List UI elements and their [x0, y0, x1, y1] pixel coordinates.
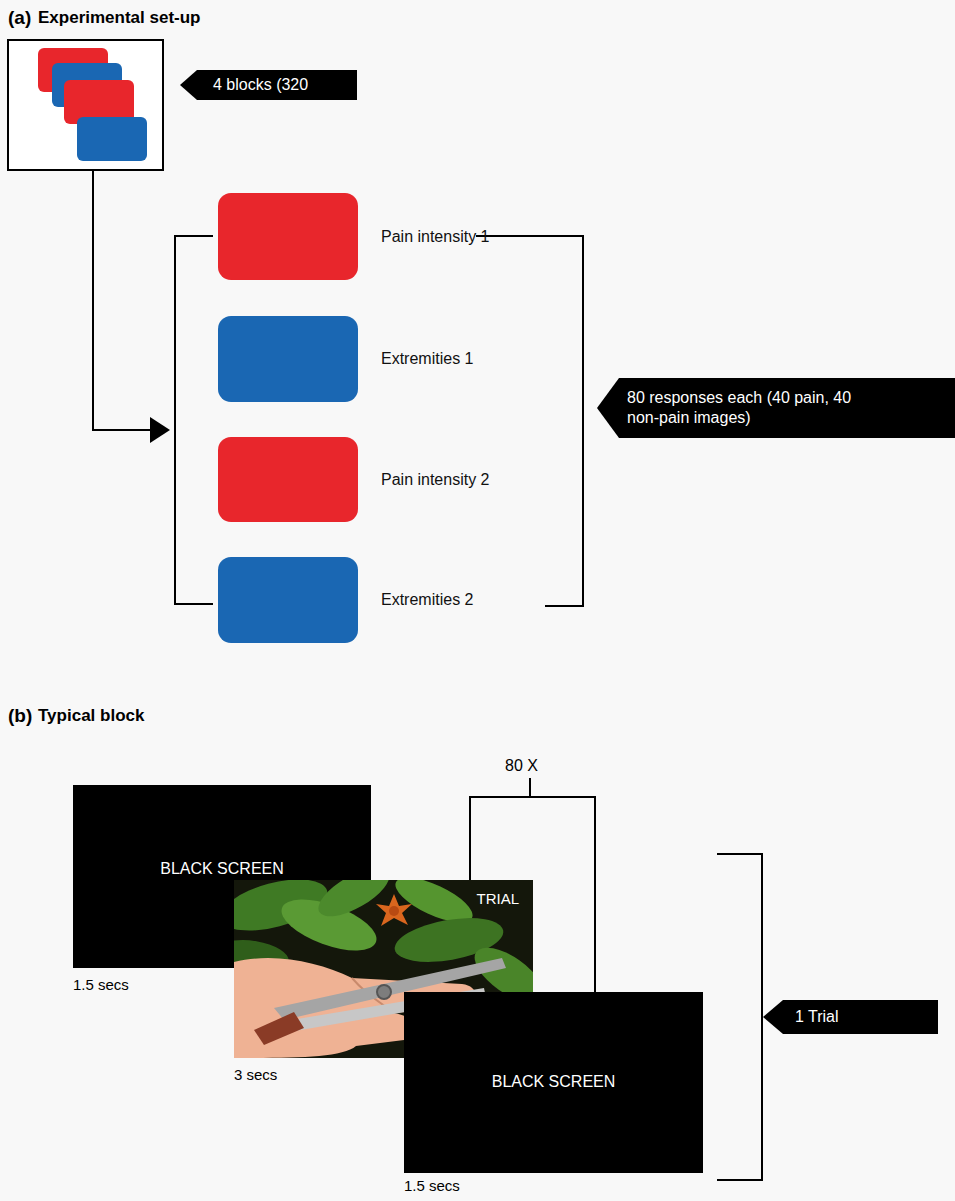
flow-line — [93, 170, 152, 430]
label-anchor: 80 X — [505, 756, 538, 775]
node-text: 1 Trial — [795, 1007, 839, 1027]
panel-letter: (a) — [8, 6, 31, 29]
bracket — [175, 236, 213, 604]
label-anchor: (b) — [8, 704, 32, 727]
node-text: BLACK SCREEN — [492, 1072, 616, 1092]
bracket — [529, 778, 531, 797]
block-card — [77, 117, 147, 161]
condition-name: Pain intensity 2 — [381, 470, 490, 490]
black-screen: BLACK SCREEN — [404, 992, 703, 1173]
pointer-label: 1 Trial — [763, 1000, 938, 1034]
label-anchor: (a) — [8, 6, 31, 29]
arrow-head — [150, 417, 170, 443]
label-anchor: Typical block — [38, 706, 144, 726]
image-caption: TRIAL — [476, 889, 519, 908]
duration-label: 3 secs — [234, 1066, 277, 1084]
panel-heading: Experimental set-up — [38, 8, 201, 28]
duration-label: 1.5 secs — [404, 1177, 460, 1195]
bracket — [476, 236, 583, 606]
pointer-shape — [597, 378, 955, 438]
condition-block: Extremities 1 — [218, 316, 358, 402]
node-text: 4 blocks (320 — [213, 75, 308, 95]
panel-letter: (b) — [8, 704, 32, 727]
pointer-label: 80 responses each (40 pain, 40 non-pain … — [597, 378, 955, 438]
label-anchor: 1.5 secs — [73, 976, 129, 994]
pointer-fill — [180, 70, 357, 100]
label-anchor: 3 secs — [234, 1066, 277, 1084]
pointer-fill — [763, 1000, 938, 1034]
node-text: BLACK SCREEN — [160, 859, 284, 879]
pointer-fill — [597, 378, 955, 438]
bracket — [717, 854, 762, 1180]
duration-label: 1.5 secs — [73, 976, 129, 994]
condition-name: Pain intensity 1 — [381, 227, 490, 247]
panel-heading: Typical block — [38, 706, 144, 726]
label-anchor: 1.5 secs — [404, 1177, 460, 1195]
condition-name: Extremities 2 — [381, 590, 473, 610]
label-anchor: Experimental set-up — [38, 8, 201, 28]
pointer-label: 4 blocks (320 — [180, 70, 357, 100]
block-frame — [8, 40, 163, 170]
condition-block: Pain intensity 2 — [218, 437, 358, 522]
pointer-shape — [763, 1000, 938, 1034]
condition-block: Extremities 2 — [218, 557, 358, 643]
condition-block: Pain intensity 1 — [218, 193, 358, 280]
condition-name: Extremities 1 — [381, 349, 473, 369]
node-text: 80 responses each (40 pain, 40 non-pain … — [627, 388, 863, 428]
repeat-count: 80 X — [505, 756, 538, 775]
